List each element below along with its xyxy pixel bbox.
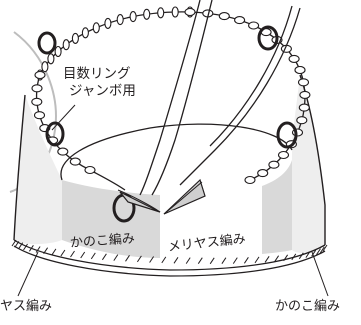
rope-twist — [70, 250, 75, 258]
rope-twist — [149, 256, 155, 263]
rope-twist — [254, 256, 260, 264]
needle-tip-icon — [117, 181, 203, 215]
rope-twist — [283, 254, 289, 262]
stitch-loop — [81, 27, 89, 39]
rope-twist — [80, 251, 86, 259]
leader-right — [311, 251, 329, 297]
stitch-loop — [116, 14, 124, 26]
stitch-loop — [92, 22, 100, 34]
stitch-loop — [33, 111, 46, 120]
stitch-loop — [184, 7, 196, 17]
stitch-loop — [298, 103, 310, 112]
stitch-loop — [171, 6, 179, 18]
rope-twist — [232, 257, 238, 264]
rope-twist — [51, 248, 57, 256]
rope-twist — [60, 249, 66, 257]
stitch-loop — [104, 17, 112, 29]
stitch-loop — [257, 169, 269, 178]
stitch-loop — [129, 11, 137, 23]
seed-stitch-panel-right — [262, 160, 292, 254]
stitch-loop — [296, 116, 308, 125]
rope-twist — [35, 246, 41, 253]
rope-twist — [125, 255, 130, 262]
stitch-loop — [244, 175, 256, 185]
stitch-loop — [294, 65, 306, 75]
cast-on-twists — [11, 239, 328, 265]
stitch-loop — [248, 21, 260, 30]
rope-twist — [14, 241, 20, 248]
stitch-loop — [297, 78, 310, 87]
rope-twist — [101, 253, 107, 261]
rope-twist — [305, 251, 311, 258]
rope-twist — [197, 257, 203, 264]
rope-twist — [23, 243, 28, 251]
stitch-loop — [277, 150, 290, 160]
stitch-loop — [288, 54, 300, 63]
stitch-loop — [41, 61, 49, 73]
rope-twist — [298, 252, 304, 260]
rope-twist — [243, 257, 249, 264]
stitch-loop — [234, 16, 246, 25]
marker-callout-line1: 目数リング — [63, 66, 131, 82]
rope-twist — [173, 257, 179, 264]
fabric-outline-left — [13, 94, 26, 241]
stitch-loop — [71, 32, 79, 44]
marker-callout-line2: ジャンボ用 — [69, 83, 136, 99]
rope-twist — [221, 257, 227, 264]
rope-twist — [90, 252, 96, 260]
stitch-loop — [157, 7, 165, 19]
rope-twist — [28, 245, 34, 252]
rope-twist — [185, 257, 191, 264]
rope-twist — [316, 248, 321, 255]
leader-left — [17, 251, 39, 297]
rope-twist — [209, 257, 215, 265]
marker-leader — [51, 104, 76, 131]
rope-twist — [11, 239, 17, 247]
cast-on-edge — [13, 239, 326, 277]
stockinette-left-label: ヤス編み — [0, 299, 53, 314]
working-yarn — [139, 0, 301, 196]
rope-twist — [136, 255, 142, 263]
seed-stitch-right-label: かのこ編み — [275, 299, 341, 314]
rope-twist — [311, 249, 317, 257]
marker-callout-label: 目数リング ジャンボ用 — [63, 66, 136, 100]
rope-twist — [161, 256, 167, 264]
fabric-rim-inner — [60, 123, 293, 181]
stitch-loop — [69, 157, 81, 166]
rope-twist — [322, 244, 328, 252]
stitch-loop — [31, 84, 43, 93]
rope-twist — [113, 254, 119, 261]
stitch-loop — [47, 53, 55, 65]
stitch-loop — [84, 165, 96, 175]
stitch-loop — [31, 97, 43, 106]
stitch-loop — [34, 70, 46, 80]
stitch-loop — [54, 45, 62, 58]
stitch-loop — [299, 90, 311, 99]
stitch-loop — [62, 39, 70, 51]
stitch-loop — [218, 12, 230, 21]
stitch-loop — [143, 8, 151, 20]
rope-twist — [43, 247, 49, 254]
rope-twist — [291, 253, 297, 261]
rope-twist — [274, 255, 280, 262]
stitch-loop — [268, 160, 280, 169]
rope-twist — [264, 256, 270, 263]
stitch-loop — [57, 147, 69, 156]
rope-twist — [18, 242, 24, 249]
fabric-body — [14, 95, 62, 245]
rope-twist — [319, 246, 325, 254]
stitch-marker-ring-icon — [37, 25, 298, 223]
